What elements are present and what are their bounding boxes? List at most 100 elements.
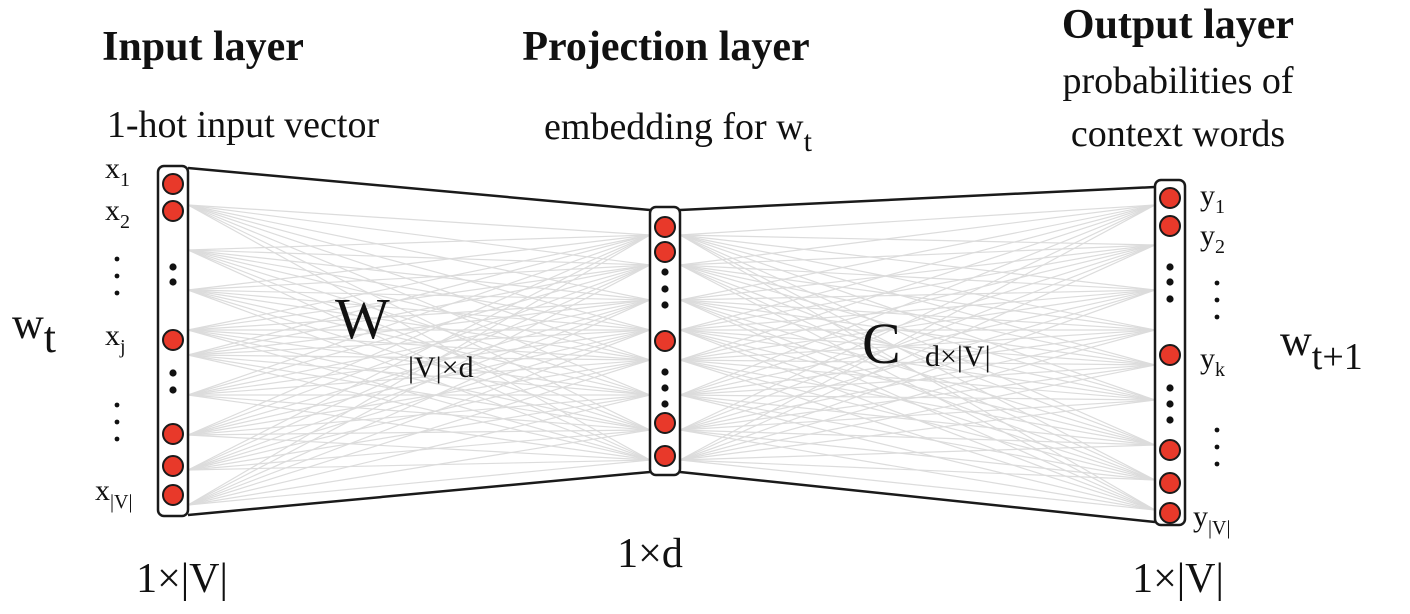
connection-line bbox=[679, 244, 1156, 396]
connection-line bbox=[187, 264, 651, 356]
outline-input-bottom bbox=[187, 470, 651, 517]
connection-line bbox=[679, 204, 1156, 331]
connection-line bbox=[187, 329, 651, 396]
connection-line bbox=[679, 444, 1156, 461]
connection-line bbox=[679, 289, 1156, 431]
input-ellipsis-dot bbox=[169, 263, 177, 271]
input-ellipsis-dot bbox=[169, 386, 177, 394]
output-node-label: yk bbox=[1200, 342, 1225, 381]
connection-line bbox=[187, 359, 651, 506]
output-ellipsis-dot bbox=[1166, 400, 1174, 408]
weight-matrix-w-dims: |V|×d bbox=[408, 351, 474, 384]
label-ellipsis-dot bbox=[1214, 461, 1220, 467]
projection-node bbox=[654, 445, 676, 467]
connection-line bbox=[679, 204, 1156, 266]
input-node-label: xj bbox=[105, 319, 126, 358]
connection-line bbox=[187, 264, 651, 291]
label-ellipsis-dot bbox=[1214, 297, 1220, 303]
connection-line bbox=[187, 234, 651, 356]
label-ellipsis-dot bbox=[114, 256, 120, 262]
output-size-label: 1×|V| bbox=[1132, 556, 1224, 602]
output-ellipsis-dot bbox=[1166, 263, 1174, 271]
output-ellipsis-dot bbox=[1166, 416, 1174, 424]
connection-line bbox=[187, 249, 651, 331]
projection-ellipsis-dot bbox=[661, 285, 669, 293]
projection-size-label: 1×d bbox=[617, 531, 683, 577]
input-ellipsis-dot bbox=[169, 369, 177, 377]
connection-line bbox=[187, 329, 651, 506]
connection-line bbox=[187, 204, 651, 266]
connection-line bbox=[679, 289, 1156, 331]
output-node-label: y|V| bbox=[1193, 500, 1230, 539]
input-size-label: 1×|V| bbox=[136, 556, 228, 602]
connection-line bbox=[679, 399, 1156, 431]
connection-line bbox=[679, 459, 1156, 481]
input-node-label: x1 bbox=[105, 152, 130, 191]
output-layer-subtitle-line-2: context words bbox=[1071, 113, 1285, 155]
connection-line bbox=[187, 204, 651, 301]
connection-line bbox=[187, 359, 651, 396]
label-ellipsis-dot bbox=[1214, 314, 1220, 320]
neuron-nodes bbox=[114, 173, 1220, 524]
connection-line bbox=[679, 289, 1156, 301]
projection-node bbox=[654, 330, 676, 352]
connection-line bbox=[187, 234, 651, 506]
connection-line bbox=[187, 289, 651, 361]
connection-line bbox=[187, 249, 651, 431]
connection-line bbox=[187, 264, 651, 506]
connection-line bbox=[679, 299, 1156, 331]
connection-line bbox=[679, 289, 1156, 396]
connection-line bbox=[679, 204, 1156, 461]
connection-line bbox=[679, 399, 1156, 461]
connection-line bbox=[679, 429, 1156, 446]
connection-line bbox=[187, 204, 651, 396]
connection-line bbox=[679, 359, 1156, 511]
projection-ellipsis-dot bbox=[661, 268, 669, 276]
outline-input-top bbox=[187, 166, 651, 212]
output-ellipsis-dot bbox=[1166, 278, 1174, 286]
projection-subtitle-text: embedding for w bbox=[544, 106, 804, 148]
output-word-label: wt+1 bbox=[1280, 316, 1363, 378]
connection-line bbox=[679, 244, 1156, 361]
connection-line bbox=[679, 359, 1156, 446]
connection-line bbox=[679, 204, 1156, 301]
input-node bbox=[162, 173, 184, 195]
projection-node bbox=[654, 216, 676, 238]
output-ellipsis-dot bbox=[1166, 295, 1174, 303]
connection-line bbox=[187, 394, 651, 431]
output-node bbox=[1159, 344, 1181, 366]
connection-line bbox=[187, 234, 651, 251]
connection-line bbox=[679, 244, 1156, 431]
projection-node bbox=[654, 241, 676, 263]
input-node bbox=[162, 455, 184, 477]
connection-line bbox=[679, 459, 1156, 511]
connection-line bbox=[679, 299, 1156, 401]
connection-line bbox=[187, 264, 651, 471]
output-node bbox=[1159, 187, 1181, 209]
layer-outlines bbox=[187, 166, 1156, 524]
output-ellipsis-dot bbox=[1166, 384, 1174, 392]
connection-line bbox=[679, 364, 1156, 431]
input-node bbox=[162, 200, 184, 222]
label-ellipsis-dot bbox=[1214, 444, 1220, 450]
weight-matrix-c-dims: d×|V| bbox=[925, 340, 991, 373]
connection-line bbox=[679, 329, 1156, 431]
connection-line bbox=[679, 204, 1156, 361]
connection-line bbox=[187, 249, 651, 461]
connection-line bbox=[187, 204, 651, 431]
connection-line bbox=[187, 234, 651, 436]
connection-line bbox=[187, 429, 651, 506]
connection-line bbox=[679, 204, 1156, 236]
input-ellipsis-dot bbox=[169, 278, 177, 286]
output-layer-title: Output layer bbox=[1062, 2, 1294, 48]
connection-line bbox=[187, 394, 651, 506]
connection-line bbox=[187, 234, 651, 331]
input-word-label: wt bbox=[12, 299, 56, 362]
connection-line bbox=[679, 364, 1156, 461]
label-ellipsis-dot bbox=[1214, 280, 1220, 286]
connection-line bbox=[679, 289, 1156, 461]
connection-line bbox=[679, 329, 1156, 401]
connection-line bbox=[187, 249, 651, 361]
connection-line bbox=[187, 329, 651, 471]
connection-line bbox=[679, 264, 1156, 331]
